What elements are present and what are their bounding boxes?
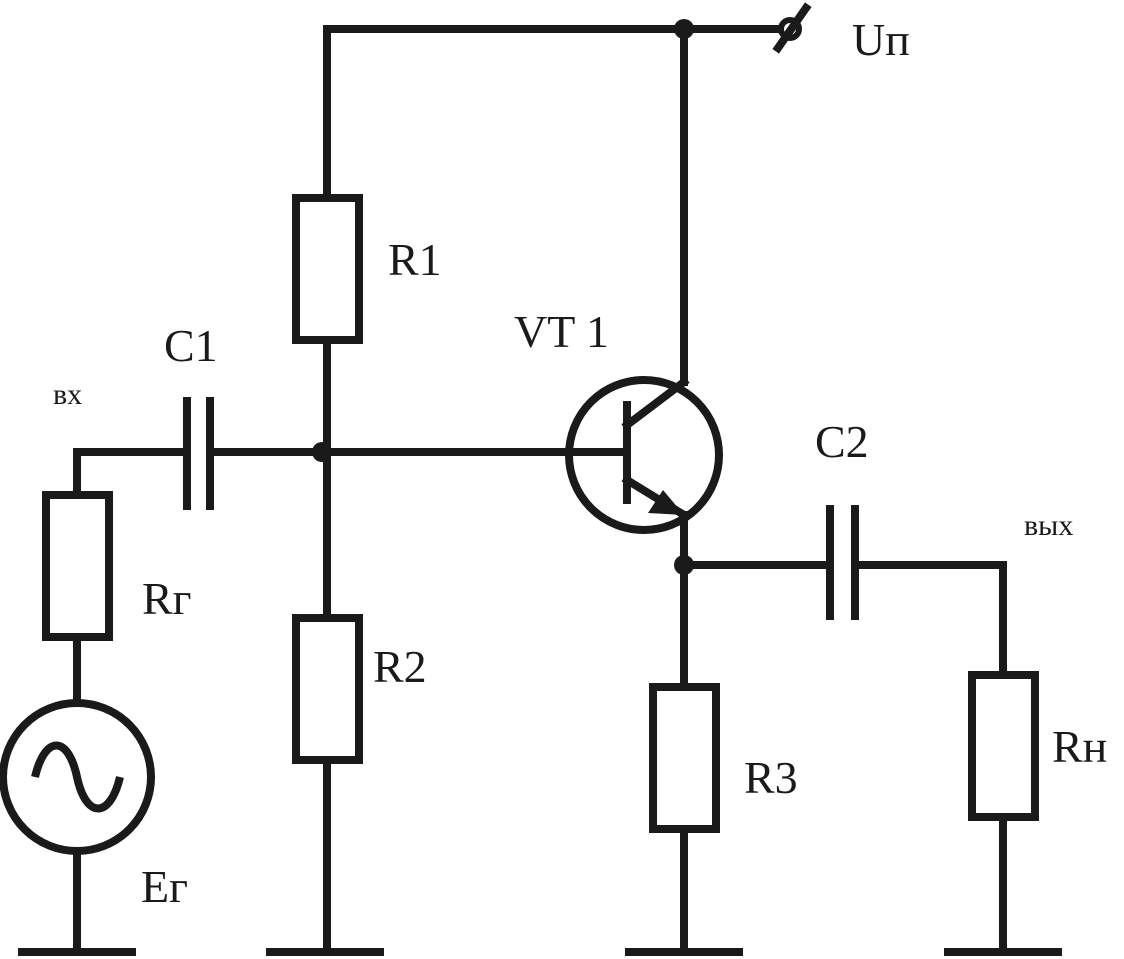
resistor-r2 [292,614,363,764]
label-rg: Rг [142,573,192,624]
label-r2: R2 [373,641,427,692]
label-vt1: VT 1 [514,306,609,357]
load-wire [851,561,1007,679]
input-wire [73,448,191,499]
resistor-r1 [292,194,363,344]
label-c2: C2 [815,416,869,467]
label-r3: R3 [744,752,798,803]
sine-wave-icon [31,741,124,813]
label-input: вх [53,378,82,411]
transistor-vt1 [565,376,723,534]
label-c1: C1 [164,320,218,371]
label-supply: Uп [852,14,910,65]
resistor-r3 [649,683,720,833]
junction-base [312,442,332,462]
label-r1: R1 [388,234,442,285]
label-output: вых [1024,509,1073,542]
resistor-rg [42,491,113,641]
ac-source-eg [0,699,155,855]
supply-rail [323,2,812,202]
resistor-rn [968,671,1039,821]
label-rn: Rн [1052,721,1107,772]
emitter-arrow-icon [648,490,684,515]
label-eg: Eг [141,861,188,912]
